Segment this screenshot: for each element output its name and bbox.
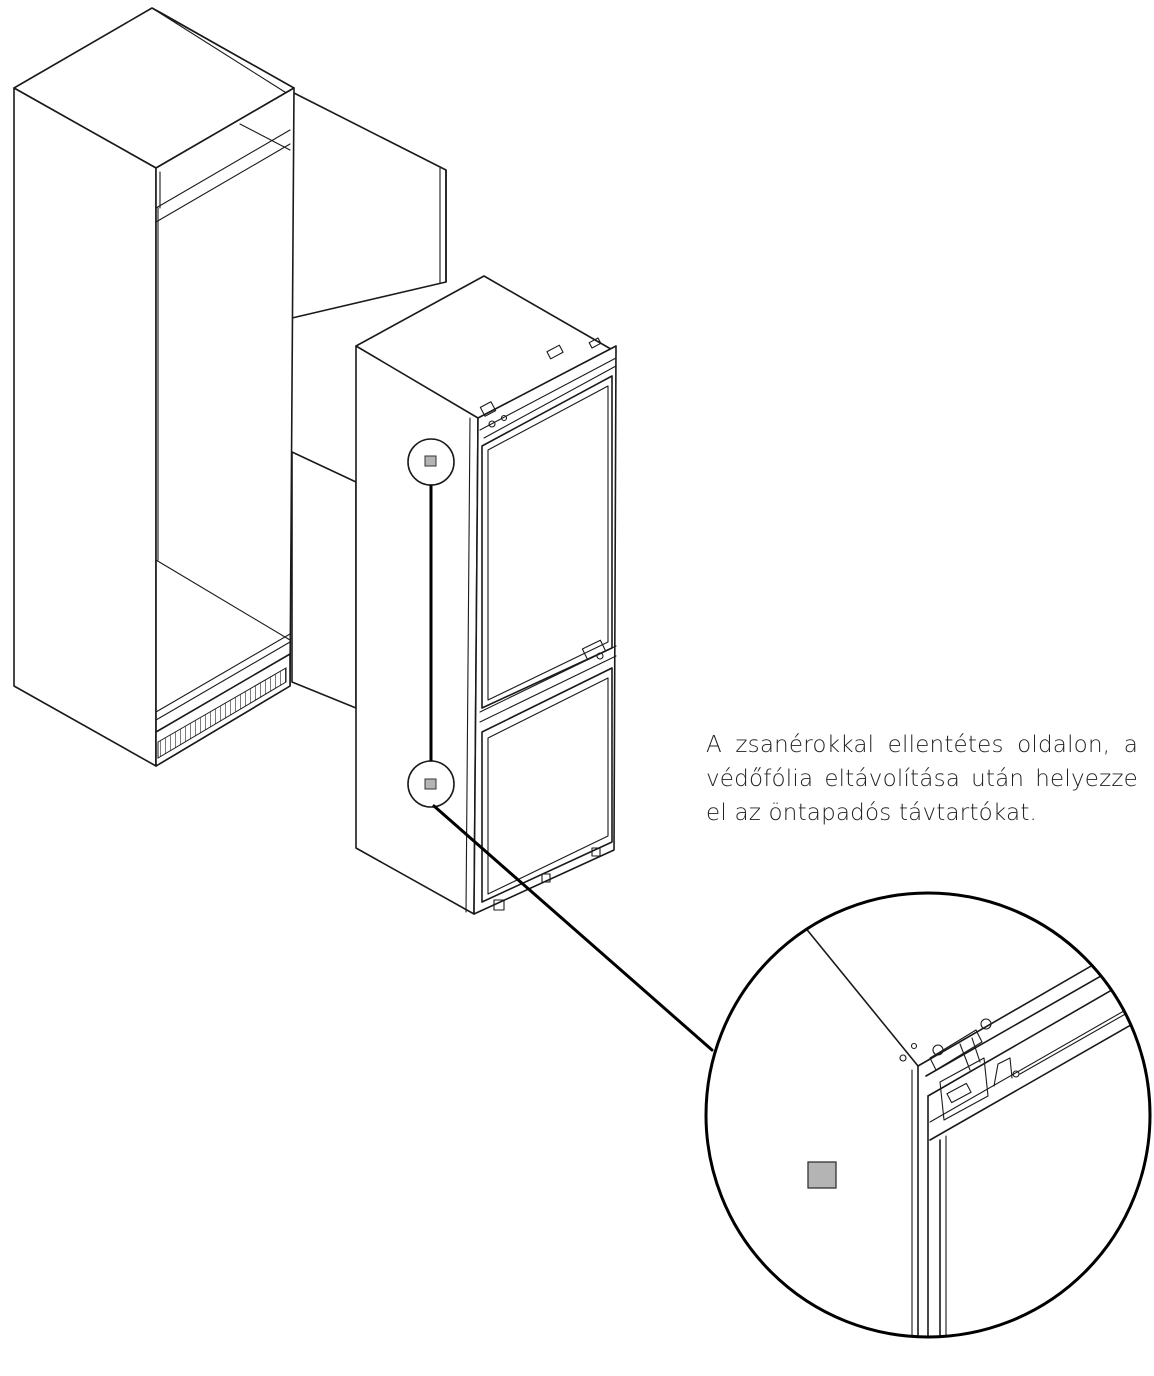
cabinet-side (13, 87, 157, 767)
zoom-leader-line (432, 804, 714, 1052)
spacer-markers (407, 438, 455, 808)
fridge-lower-door (481, 667, 613, 903)
spacer-pad-bottom (424, 778, 437, 790)
spacer-pad-detail (807, 1161, 837, 1189)
cabinet-door (291, 91, 447, 319)
instruction-text: A zsanérokkal ellentétes oldalon, a védő… (706, 732, 1138, 826)
kitchen-cabinet (13, 7, 447, 767)
spacer-pad-top (424, 455, 437, 467)
refrigerator (355, 275, 617, 915)
zoom-detail (704, 891, 1152, 1339)
